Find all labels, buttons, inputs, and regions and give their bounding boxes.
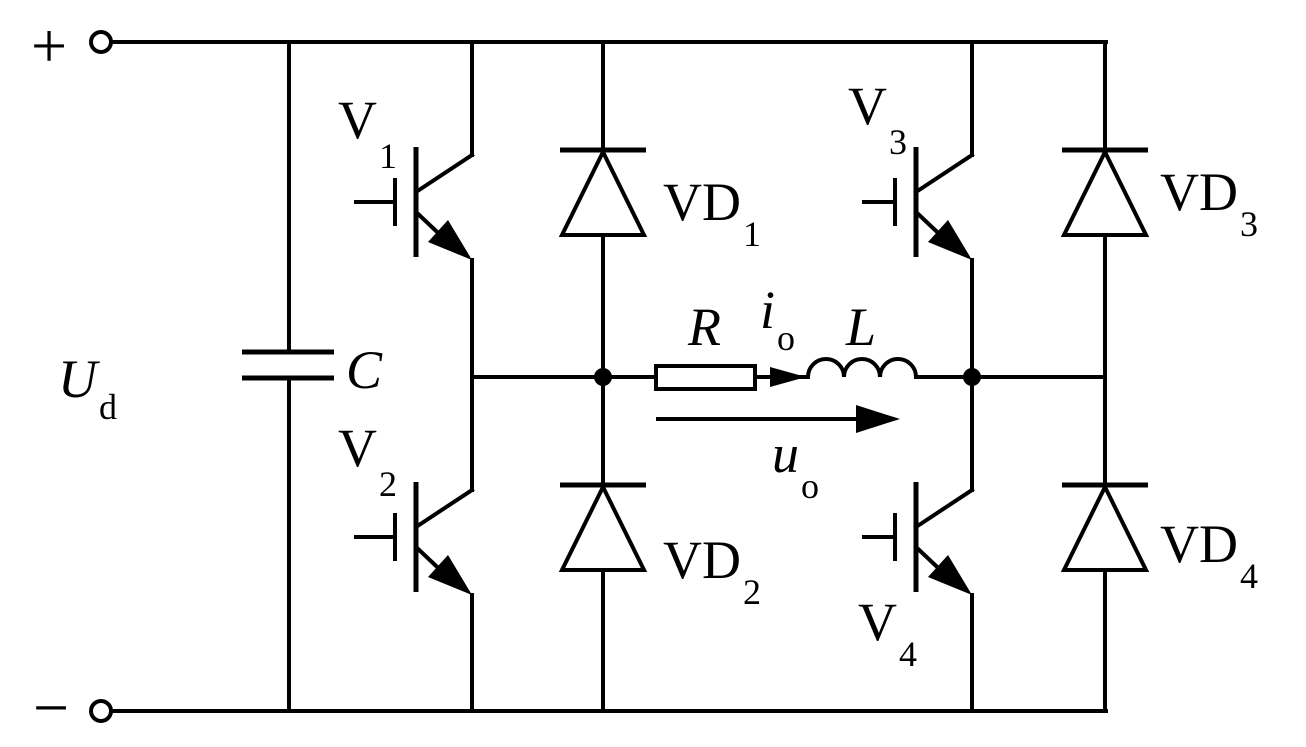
negative-terminal (89, 699, 113, 723)
junction-right (963, 368, 981, 386)
supply-label: Ud (58, 349, 117, 427)
diode-vd1 (558, 147, 648, 237)
minus-sign: − (33, 672, 69, 743)
transistor-v3 (862, 147, 975, 260)
v1-label: V1 (338, 90, 397, 176)
v3-label: V3 (848, 76, 907, 162)
positive-terminal (89, 30, 113, 54)
resistor-r (654, 364, 757, 391)
v4-label: V4 (858, 592, 917, 674)
v2-label: V2 (338, 418, 397, 504)
inductor-l (805, 357, 919, 380)
current-arrow (770, 367, 806, 387)
plus-sign: + (31, 10, 67, 81)
voltage-label: uo (772, 424, 819, 506)
resistor-label: R (687, 297, 721, 357)
vd2-label: VD2 (663, 530, 761, 612)
capacitor-label: C (346, 340, 383, 400)
junction-left (594, 368, 612, 386)
transistor-v2 (354, 482, 475, 595)
vd1-label: VD1 (663, 172, 761, 254)
voltage-arrow-head (856, 405, 900, 433)
current-label: io (760, 280, 795, 358)
diode-vd3 (1060, 147, 1150, 237)
inductor-label: L (845, 297, 876, 357)
vd3-label: VD3 (1160, 162, 1258, 244)
transistor-v4 (862, 482, 975, 595)
diode-vd4 (1060, 482, 1150, 572)
vd4-label: VD4 (1160, 514, 1258, 596)
transistor-v1 (354, 147, 475, 260)
diode-vd2 (558, 482, 648, 572)
